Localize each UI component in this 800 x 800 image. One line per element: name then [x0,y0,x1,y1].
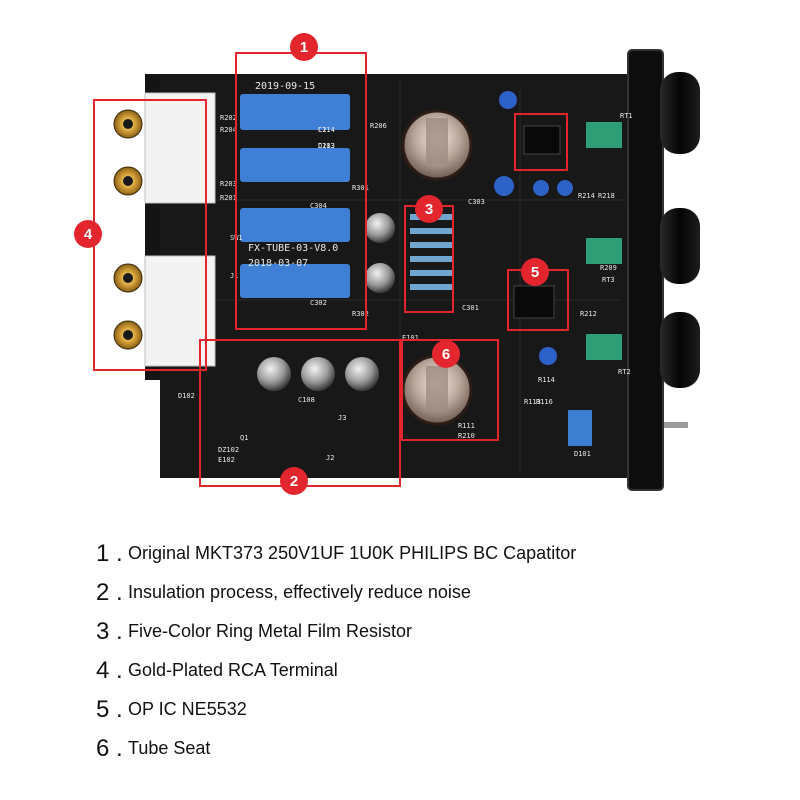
silkscreen-label: R116 [536,398,553,406]
silkscreen-label: J3 [338,414,346,422]
legend-number: 6 [96,734,110,762]
silkscreen-label: R206 [370,122,387,130]
silkscreen-label: C302 [310,299,327,307]
silkscreen-label: RT2 [618,368,631,376]
silkscreen-label: R204 [220,126,237,134]
electrolytic-capacitors [257,91,573,391]
pcb-model-label: FX-TUBE-03-V8.0 [248,243,338,254]
silkscreen-label: R113 [524,398,541,406]
dip-switch[interactable] [568,410,592,446]
silkscreen-label: DZ102 [218,446,239,454]
pcb-date-bottom: 2018-03-07 [248,258,308,269]
legend-row-1: 1 . Original MKT373 250V1UF 1U0K PHILIPS… [96,534,736,573]
svg-text:3: 3 [425,201,433,218]
feature-legend: 1 . Original MKT373 250V1UF 1U0K PHILIPS… [96,534,736,768]
legend-separator: . [116,617,123,645]
knob-middle[interactable] [660,208,700,284]
legend-separator: . [116,695,123,723]
legend-number: 3 [96,617,110,645]
amplifier-board-photo: 2019-09-15 FX-TUBE-03-V8.0 2018-03-07 C2… [74,33,700,495]
knob-bottom[interactable] [660,312,700,388]
legend-row-2: 2 . Insulation process, effectively redu… [96,573,736,612]
silkscreen-label: R203 [220,180,237,188]
silkscreen-label: C214 [318,126,335,134]
pcb-date-top: 2019-09-15 [255,81,315,92]
legend-number: 2 [96,578,110,606]
svg-text:6: 6 [442,346,450,363]
callout-badge-5: 5 [521,258,549,286]
silkscreen-label: C301 [462,304,479,312]
legend-separator: . [116,539,123,567]
legend-text: Tube Seat [128,738,211,758]
rca-jacks [113,92,216,367]
silkscreen-label: Q1 [240,434,248,442]
legend-row-5: 5 . OP IC NE5532 [96,690,736,729]
legend-number: 1 [96,539,110,567]
silkscreen-label: R302 [352,310,369,318]
film-capacitors [240,94,350,298]
silkscreen-label: R218 [598,192,615,200]
legend-text: Insulation process, effectively reduce n… [128,582,471,602]
silkscreen-label: R114 [538,376,555,384]
silkscreen-label: C213 [318,142,335,150]
knob-top[interactable] [660,72,700,154]
silkscreen-label: R214 [578,192,595,200]
silkscreen-label: J1 [230,272,238,280]
silkscreen-label: R202 [220,114,237,122]
callout-badge-2: 2 [280,467,308,495]
vacuum-tubes [401,109,473,426]
legend-text: Gold-Plated RCA Terminal [128,660,338,680]
silkscreen-label: R209 [600,264,617,272]
legend-separator: . [116,656,123,684]
silkscreen-label: D101 [574,450,591,458]
op-amp-chips [513,125,561,319]
legend-row-4: 4 . Gold-Plated RCA Terminal [96,651,736,690]
silkscreen-label: D102 [178,392,195,400]
silkscreen-label: D103 [318,142,335,150]
legend-row-3: 3 . Five-Color Ring Metal Film Resistor [96,612,736,651]
legend-text: OP IC NE5532 [128,699,247,719]
legend-separator: . [116,734,123,762]
silkscreen-label: R111 [458,422,475,430]
toggle-lever[interactable] [664,422,688,428]
silkscreen-label: R201 [220,194,237,202]
legend-number: 5 [96,695,110,723]
legend-text: Five-Color Ring Metal Film Resistor [128,621,413,641]
callout-badge-1: 1 [290,33,318,61]
trimmers [586,122,622,360]
silkscreen-label: RT3 [602,276,615,284]
silkscreen-label: R212 [580,310,597,318]
silkscreen-label: C303 [468,198,485,206]
svg-text:5: 5 [531,264,539,281]
silkscreen-label: C304 [310,202,327,210]
silkscreen-label: R301 [352,184,369,192]
silkscreen-label: RT1 [620,112,633,120]
silkscreen-label: L1 [318,126,326,134]
silkscreen-label: E101 [402,334,419,342]
svg-text:2: 2 [290,473,298,490]
legend-row-6: 6 . Tube Seat [96,729,736,768]
callout-badge-6: 6 [432,340,460,368]
svg-text:1: 1 [300,39,308,56]
legend-number: 4 [96,656,110,684]
silkscreen-label: E102 [218,456,235,464]
svg-text:4: 4 [84,226,93,243]
silkscreen-label: R210 [458,432,475,440]
legend-text: Original MKT373 250V1UF 1U0K PHILIPS BC … [128,543,577,563]
silkscreen-label: J2 [326,454,334,462]
callout-badge-4: 4 [74,220,102,248]
silkscreen-label: C108 [298,396,315,404]
legend-separator: . [116,578,123,606]
callout-badge-3: 3 [415,195,443,223]
front-panel [627,49,700,491]
